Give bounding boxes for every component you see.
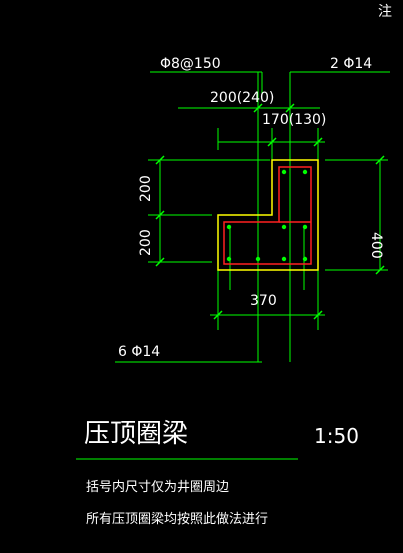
tick bbox=[213, 310, 223, 320]
top-bars-label: 2 Φ14 bbox=[330, 56, 372, 72]
drawing-scale: 1:50 bbox=[314, 424, 359, 448]
rebar-dot bbox=[302, 256, 308, 262]
tick bbox=[253, 103, 263, 113]
leader-lines bbox=[115, 71, 390, 363]
dimension-ticks bbox=[155, 103, 385, 320]
dimension-lines bbox=[148, 72, 388, 362]
tick bbox=[267, 137, 277, 147]
height-lower-label: 200 bbox=[138, 229, 154, 256]
rebar-dot bbox=[302, 169, 308, 175]
height-upper-label: 200 bbox=[138, 175, 154, 202]
tick bbox=[285, 103, 295, 113]
rebar-dot bbox=[226, 224, 232, 230]
tick bbox=[155, 210, 165, 220]
drawing-title: 压顶圈梁 bbox=[84, 419, 188, 449]
tick bbox=[375, 265, 385, 275]
tick bbox=[155, 257, 165, 267]
width-overall-label: 200(240) bbox=[210, 90, 274, 106]
rebar-dot bbox=[226, 256, 232, 262]
tick bbox=[313, 310, 323, 320]
rebar-dot bbox=[281, 256, 287, 262]
stirrup-label: Φ8@150 bbox=[160, 56, 221, 72]
height-total-label: 400 bbox=[368, 232, 384, 259]
tick bbox=[313, 137, 323, 147]
corner-note: 注 bbox=[378, 4, 392, 20]
rebar-dot bbox=[302, 224, 308, 230]
note-2: 所有压顶圈梁均按照此做法进行 bbox=[86, 512, 268, 527]
tick bbox=[155, 155, 165, 165]
beam-concrete-outline bbox=[217, 159, 319, 271]
rebar-dot bbox=[281, 169, 287, 175]
rebar-bars bbox=[226, 169, 308, 262]
bottom-bars-label: 6 Φ14 bbox=[118, 344, 160, 360]
width-upper-label: 170(130) bbox=[262, 112, 326, 128]
rebar-dot bbox=[255, 256, 261, 262]
width-bottom-label: 370 bbox=[250, 293, 277, 309]
rebar-dot bbox=[281, 224, 287, 230]
note-1: 括号内尺寸仅为井圈周边 bbox=[86, 479, 229, 495]
tick bbox=[375, 155, 385, 165]
